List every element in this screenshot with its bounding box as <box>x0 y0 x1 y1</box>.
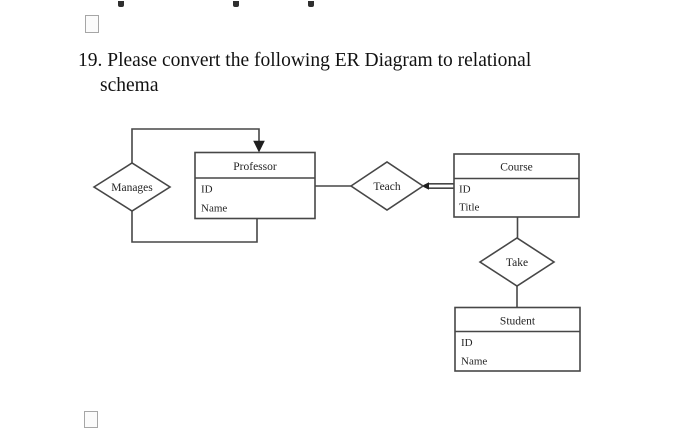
manages-to-professor-top-connector <box>131 128 260 163</box>
relationship-manages: Manages <box>92 162 172 212</box>
question-line-1: 19. Please convert the following ER Diag… <box>78 50 532 71</box>
student-title: Student <box>500 316 536 328</box>
question-text: 19. Please convert the following ER Diag… <box>78 48 531 98</box>
cropped-text-fragment <box>233 1 239 7</box>
relationship-take: Take <box>478 237 556 287</box>
professor-title: Professor <box>233 161 277 173</box>
professor-box <box>194 151 316 220</box>
question-checkbox-top[interactable] <box>85 15 99 33</box>
arrowhead-left-icon <box>421 182 429 190</box>
manages-label: Manages <box>111 182 153 194</box>
manages-to-professor-bottom-connector <box>131 211 258 243</box>
student-box <box>454 306 581 372</box>
relationship-teach: Teach <box>349 161 425 211</box>
student-attr-id: ID <box>461 337 473 349</box>
course-attr-title: Title <box>459 202 480 214</box>
question-line-2: schema <box>100 75 159 96</box>
entity-student: Student ID Name <box>454 306 581 372</box>
arrowhead-down-icon <box>253 140 265 153</box>
professor-attr-id: ID <box>201 184 213 196</box>
entity-course: Course ID Title <box>453 153 580 218</box>
course-attr-id: ID <box>459 184 471 196</box>
take-label: Take <box>506 257 528 269</box>
student-attr-name: Name <box>461 356 487 368</box>
take-diamond <box>478 237 556 287</box>
question-checkbox-bottom[interactable] <box>84 411 98 428</box>
teach-label: Teach <box>373 181 401 193</box>
professor-attr-name: Name <box>201 203 227 215</box>
manages-diamond <box>92 162 172 212</box>
teach-course-double-line <box>421 182 454 190</box>
course-box <box>453 153 580 218</box>
teach-diamond <box>349 161 425 211</box>
cropped-text-fragment <box>118 1 124 7</box>
entity-professor: Professor ID Name <box>194 151 316 220</box>
cropped-text-fragment <box>308 1 314 7</box>
course-title: Course <box>500 162 533 174</box>
